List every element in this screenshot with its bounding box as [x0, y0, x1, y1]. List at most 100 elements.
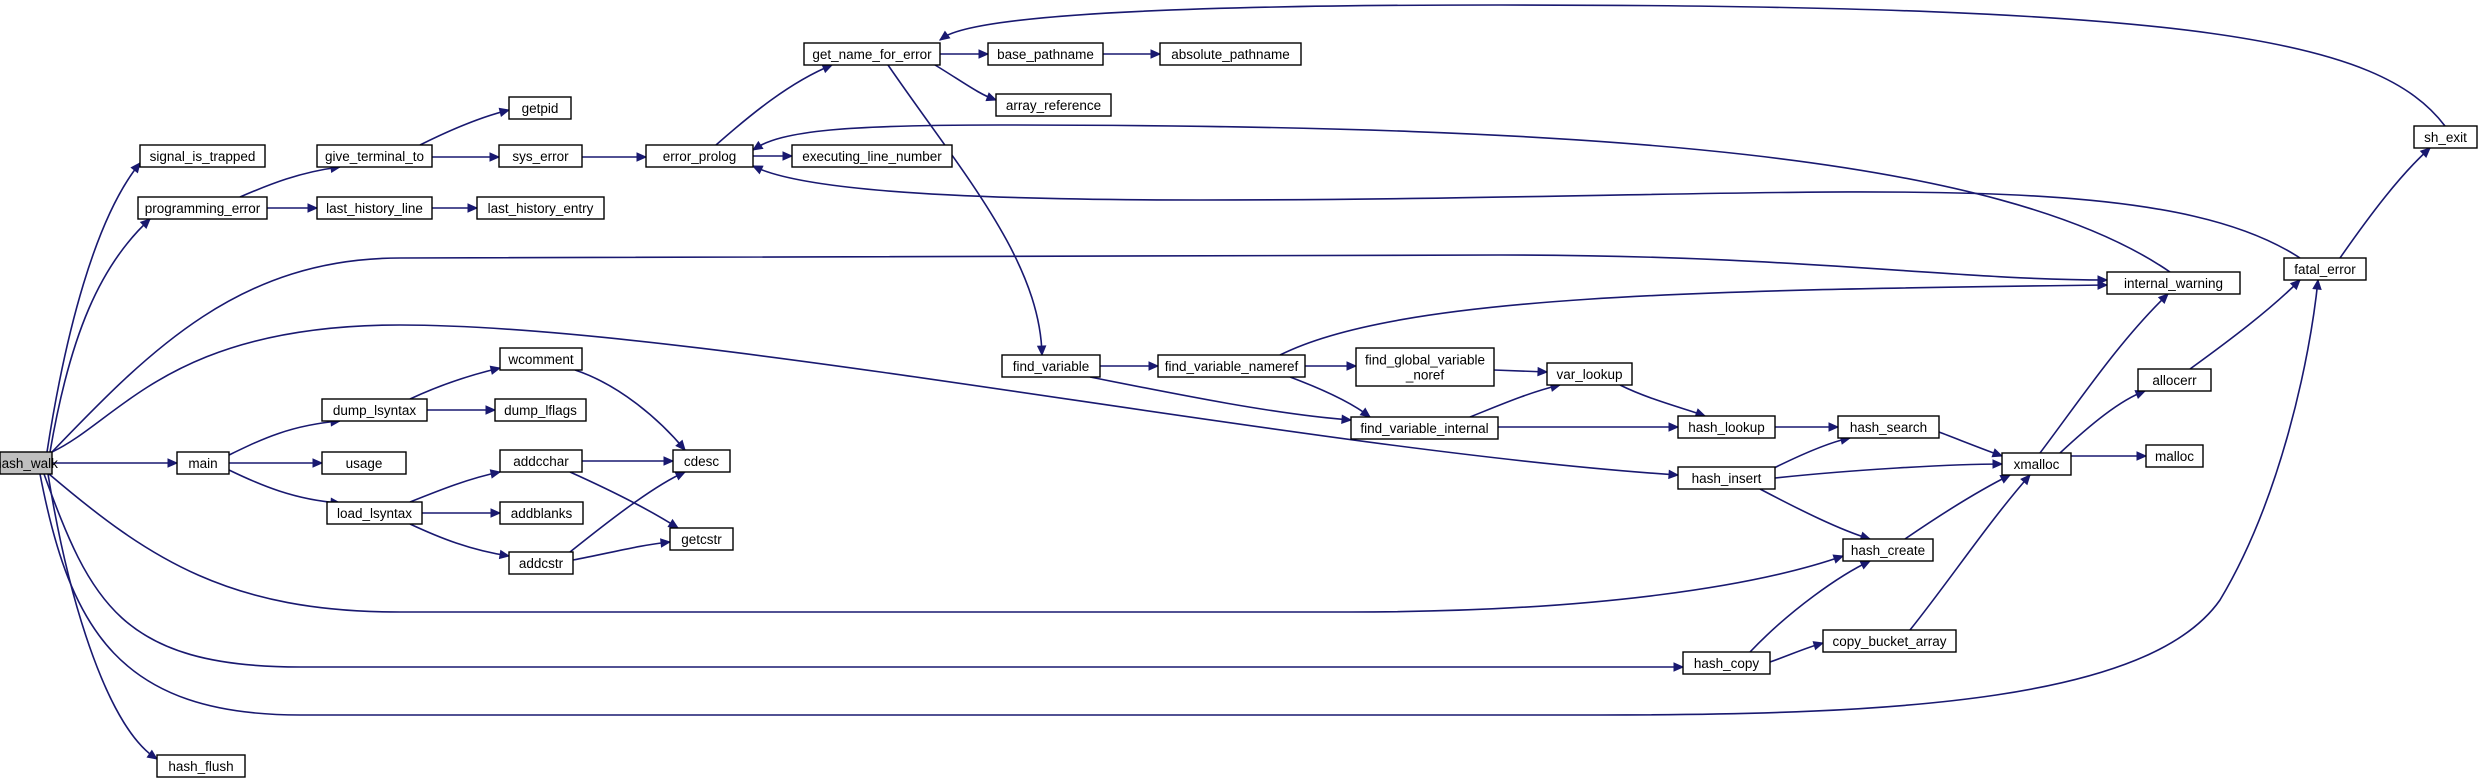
- edge-var-lookup-to-hash-lookup: [1619, 384, 1706, 417]
- edge-hash-search-to-xmalloc: [1938, 431, 2003, 457]
- edge-load-lsyntax-to-addblanks-arrowhead: [490, 508, 502, 518]
- node-error-prolog[interactable]: error_prolog: [645, 144, 754, 168]
- node-get-name-for-error[interactable]: get_name_for_error: [803, 42, 941, 66]
- node-label: hash_create: [1851, 543, 1925, 558]
- node-find-variable-nameref[interactable]: find_variable_nameref: [1157, 354, 1306, 378]
- node-box: [499, 449, 583, 473]
- node-label: sh_exit: [2424, 130, 2467, 145]
- edge-load-lsyntax-to-addcstr: [409, 523, 510, 557]
- node-box: [1355, 347, 1495, 387]
- node-last-history-entry[interactable]: last_history_entry: [476, 196, 605, 220]
- edge-addcstr-to-cdesc-arrowhead: [674, 471, 687, 481]
- node-box: [1546, 362, 1633, 386]
- node-last-history-line[interactable]: last_history_line: [316, 196, 433, 220]
- node-hash-search[interactable]: hash_search: [1837, 415, 1940, 439]
- node-hash-walk[interactable]: hash_walk: [0, 451, 58, 475]
- node-addcstr[interactable]: addcstr: [508, 551, 574, 575]
- node-main[interactable]: main: [176, 451, 230, 475]
- edge-find-global-variable-noref-to-var-lookup-arrowhead: [1537, 366, 1549, 377]
- node-label: hash_lookup: [1688, 420, 1765, 435]
- edge-internal-warning-to-error-prolog-arrowhead: [751, 140, 764, 151]
- node-label: load_lsyntax: [337, 506, 412, 521]
- edge-get-name-for-error-to-array-reference: [934, 64, 997, 101]
- node-sh-exit[interactable]: sh_exit: [2413, 125, 2478, 149]
- node-wcomment[interactable]: wcomment: [499, 347, 583, 371]
- edge-error-prolog-to-get-name-for-error: [715, 64, 833, 146]
- node-getpid[interactable]: getpid: [508, 96, 572, 120]
- edge-programming-error-to-last-history-line-arrowhead: [307, 203, 319, 213]
- node-find-global-variable-noref[interactable]: find_global_variable_noref: [1355, 347, 1495, 387]
- edge-hash-copy-to-copy-bucket-array-arrowhead: [1812, 641, 1825, 651]
- node-label: wcomment: [507, 352, 574, 367]
- node-cdesc[interactable]: cdesc: [672, 449, 731, 473]
- node-var-lookup[interactable]: var_lookup: [1546, 362, 1633, 386]
- node-hash-lookup[interactable]: hash_lookup: [1677, 415, 1776, 439]
- edge-find-variable-nameref-to-internal-warning: [1279, 284, 2108, 356]
- edge-find-variable-internal-to-var-lookup: [1469, 384, 1561, 418]
- node-give-terminal-to[interactable]: give_terminal_to: [316, 144, 433, 168]
- node-label: hash_flush: [168, 759, 233, 774]
- node-fatal-error[interactable]: fatal_error: [2283, 257, 2367, 281]
- edge-hash-walk-to-fatal-error-arrowhead: [2312, 278, 2322, 290]
- node-label: dump_lflags: [504, 403, 577, 418]
- edge-find-variable-nameref-to-find-global-variable-noref-arrowhead: [1346, 361, 1358, 371]
- edge-fatal-error-to-error-prolog: [752, 165, 2301, 259]
- edge-get-name-for-error-to-find-variable-arrowhead: [1036, 345, 1047, 357]
- node-absolute-pathname[interactable]: absolute_pathname: [1159, 42, 1302, 66]
- node-dump-lflags[interactable]: dump_lflags: [494, 398, 587, 422]
- node-programming-error[interactable]: programming_error: [137, 196, 268, 220]
- edge-find-variable-nameref-to-internal-warning-arrowhead: [2097, 280, 2109, 290]
- node-box: [1677, 415, 1776, 439]
- edge-give-terminal-to-to-getpid-arrowhead: [498, 107, 511, 117]
- node-label: fatal_error: [2294, 262, 2356, 277]
- node-label: error_prolog: [663, 149, 737, 164]
- node-dump-lsyntax[interactable]: dump_lsyntax: [321, 398, 428, 422]
- edge-hash-create-to-xmalloc: [1904, 474, 2011, 540]
- node-internal-warning[interactable]: internal_warning: [2106, 271, 2241, 295]
- edge-copy-bucket-array-to-xmalloc-arrowhead: [2020, 474, 2031, 486]
- node-hash-copy[interactable]: hash_copy: [1682, 651, 1771, 675]
- edge-copy-bucket-array-to-xmalloc: [1909, 474, 2031, 631]
- node-box: [176, 451, 230, 475]
- node-hash-flush[interactable]: hash_flush: [156, 754, 246, 778]
- edge-hash-walk-to-hash-create: [48, 473, 1844, 613]
- node-box: [156, 754, 246, 778]
- node-malloc[interactable]: malloc: [2145, 444, 2204, 468]
- edge-hash-walk-to-hash-create-arrowhead: [1832, 554, 1845, 564]
- node-array-reference[interactable]: array_reference: [995, 93, 1112, 117]
- edge-addcchar-to-getcstr-arrowhead: [667, 518, 680, 529]
- node-usage[interactable]: usage: [321, 451, 407, 475]
- node-label: hash_insert: [1692, 471, 1762, 486]
- node-hash-insert[interactable]: hash_insert: [1677, 466, 1776, 490]
- edge-fatal-error-to-sh-exit-arrowhead: [2419, 147, 2431, 158]
- node-sys-error[interactable]: sys_error: [498, 144, 583, 168]
- node-signal-is-trapped[interactable]: signal_is_trapped: [139, 144, 266, 168]
- node-addblanks[interactable]: addblanks: [499, 501, 584, 525]
- edge-give-terminal-to-to-getpid: [419, 109, 510, 146]
- node-xmalloc[interactable]: xmalloc: [2001, 452, 2072, 476]
- edge-dump-lsyntax-to-wcomment-arrowhead: [489, 365, 502, 375]
- node-box: [326, 501, 423, 525]
- node-label: get_name_for_error: [812, 47, 932, 62]
- node-load-lsyntax[interactable]: load_lsyntax: [326, 501, 423, 525]
- node-hash-create[interactable]: hash_create: [1842, 538, 1934, 562]
- node-base-pathname[interactable]: base_pathname: [987, 42, 1104, 66]
- node-getcstr[interactable]: getcstr: [669, 527, 734, 551]
- edge-find-variable-to-find-variable-internal-arrowhead: [1341, 414, 1353, 425]
- node-box: [669, 527, 734, 551]
- node-box: [1157, 354, 1306, 378]
- node-find-variable[interactable]: find_variable: [1001, 354, 1101, 378]
- edge-hash-walk-to-hash-flush-arrowhead: [146, 749, 159, 760]
- node-executing-line-number[interactable]: executing_line_number: [791, 144, 953, 168]
- node-find-variable-internal[interactable]: find_variable_internal: [1350, 416, 1499, 440]
- node-box: [321, 398, 428, 422]
- edge-dump-lsyntax-to-wcomment: [409, 367, 501, 400]
- node-addcchar[interactable]: addcchar: [499, 449, 583, 473]
- node-box: [316, 144, 433, 168]
- node-copy-bucket-array[interactable]: copy_bucket_array: [1822, 629, 1957, 653]
- edge-main-to-load-lsyntax: [228, 469, 341, 504]
- node-allocerr[interactable]: allocerr: [2137, 368, 2212, 392]
- node-box: [2145, 444, 2204, 468]
- node-box: [1677, 466, 1776, 490]
- node-box: [476, 196, 605, 220]
